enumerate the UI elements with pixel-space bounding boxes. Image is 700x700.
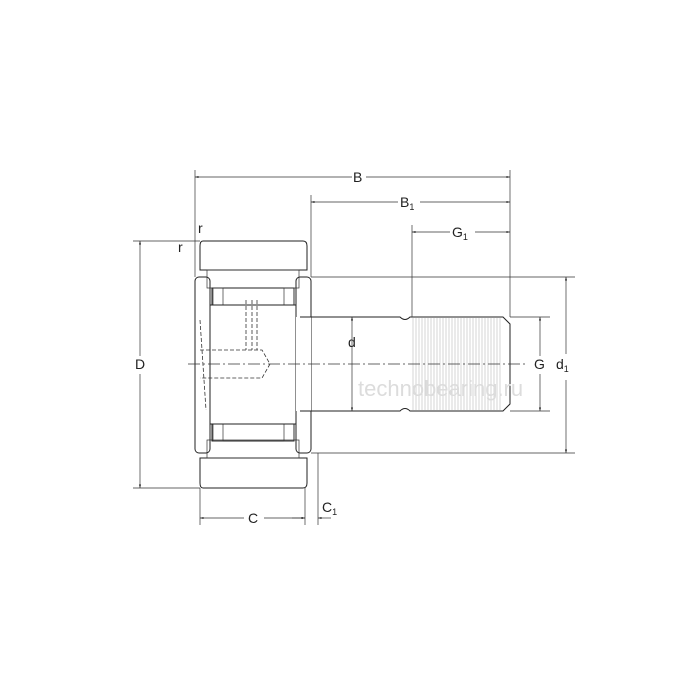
dimension-lines [138, 175, 568, 520]
label-D: D [135, 356, 145, 372]
label-B1: B1 [400, 194, 414, 212]
needle-rollers [211, 287, 295, 442]
watermark: technobearing.ru [358, 376, 523, 401]
label-d: d [348, 334, 356, 350]
label-G: G [534, 356, 545, 372]
extension-lines [133, 170, 575, 525]
label-G1: G1 [452, 224, 468, 242]
label-C1: C1 [322, 499, 337, 517]
label-r-left: r [178, 239, 183, 255]
label-d1: d1 [556, 356, 569, 374]
label-C: C [248, 510, 258, 526]
outer-ring [199, 240, 308, 489]
label-r-top: r [198, 220, 203, 236]
label-B: B [353, 169, 362, 185]
